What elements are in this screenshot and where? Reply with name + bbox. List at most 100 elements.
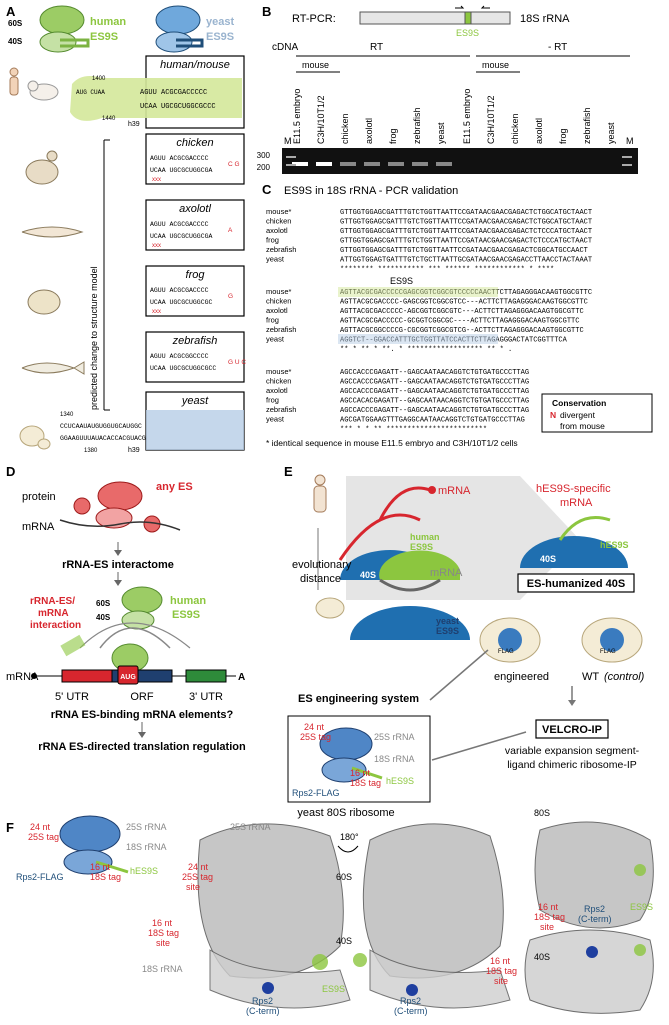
yeast-cell-icon: [19, 425, 51, 450]
size-300: 300: [257, 151, 271, 160]
protein-label: protein: [22, 491, 56, 503]
marker-label: M: [284, 136, 292, 146]
humanized-box: [517, 573, 635, 593]
f-r18: 18S rRNA: [126, 842, 167, 852]
gel-band: [292, 162, 308, 166]
alignment-row: AGCGATGGAAGTTTGAGGCAATAACAGGTCTGTGATGCCC…: [340, 417, 525, 425]
f-ribosome-icon: [59, 815, 129, 875]
regulation-label: rRNA ES-directed translation regulation: [38, 741, 246, 753]
f-site16f: site: [494, 976, 508, 986]
conservation-legend: [541, 393, 653, 433]
alignment-row: GTTGGTGGAGCGATTTGTCTGGTTAATTCCGATAACGAAC…: [340, 238, 592, 246]
legend-title: Conservation: [552, 398, 606, 408]
f-es9s2: ES9S: [630, 902, 653, 912]
alignment-row: AGTTACGCGACCCCC-GCGGTCGGCGC----ACTTCTTAG…: [340, 318, 579, 326]
e-40s: 40S: [360, 570, 376, 580]
species-label-c: frog: [266, 396, 279, 405]
mouse-label-minus: mouse: [482, 60, 509, 70]
ribosome-structure-right: [353, 823, 511, 1009]
f-tag16b: 18S tag: [90, 872, 121, 882]
human-es9s-label: ES9S: [90, 31, 118, 43]
lane-label: frog: [558, 128, 568, 144]
panel-c-label: C: [262, 182, 272, 197]
velcro-box[interactable]: [535, 719, 609, 739]
legend-text2: from mouse: [560, 421, 605, 431]
rrna-label: 18S rRNA: [520, 13, 570, 25]
subunit-60s: 60S: [8, 19, 23, 28]
species-mark: xxx: [152, 243, 161, 249]
species-box: [145, 133, 245, 185]
panel-b: B RT-PCR: 18S rRNA ES9S cDNA RT - RT mou…: [257, 4, 638, 174]
species-seq-top: AGUU ACGCGGCCCC: [150, 353, 209, 360]
species-label-c: mouse*: [266, 207, 292, 216]
mrna-label-d2: mRNA: [6, 671, 39, 683]
specific-1: hES9S-specific: [536, 483, 611, 495]
interaction-3: interaction: [30, 620, 81, 631]
yeast-pos-1340: 1340: [60, 412, 74, 418]
pos-1440: 1440: [102, 116, 116, 122]
lane-label: yeast: [606, 122, 616, 144]
species-label-c: frog: [266, 236, 279, 245]
e-tag24: 24 nt: [304, 722, 325, 732]
panel-d-label: D: [6, 464, 15, 479]
f-40s-c: 40S: [534, 952, 550, 962]
alignment-row: AGCCACACGAGATT--GAGCAATAACAGGTCTGTGATGCC…: [340, 398, 529, 406]
species-red: G U C: [228, 359, 246, 366]
species-name: chicken: [176, 137, 213, 149]
minus-rt-label: - RT: [548, 42, 567, 53]
species-label-c: yeast: [266, 255, 285, 264]
species-box: [145, 199, 245, 251]
species-label-c: yeast: [266, 415, 285, 424]
lane-label: chicken: [510, 113, 520, 144]
f-rps2b: Rps2: [252, 996, 273, 1006]
alignment-row: GTTGGTGGAGCGATTTGTCTGGTTAATTCCGATAACGAAC…: [340, 228, 592, 236]
e-rps2: Rps2-FLAG: [292, 788, 340, 798]
gel-image: [282, 148, 638, 174]
f-rps2: Rps2-FLAG: [16, 872, 64, 882]
side-label: predicted change to structure model: [89, 266, 99, 410]
species-name: zebrafish: [172, 335, 218, 347]
f-title: yeast 80S ribosome: [297, 807, 394, 819]
evolutionary-label: evolutionary: [292, 559, 352, 571]
gel-band: [388, 162, 404, 166]
d-human-ribosome-icon: [121, 586, 163, 630]
interaction-1: rRNA-ES/: [30, 596, 75, 607]
lane-label: zebrafish: [582, 107, 592, 144]
e-yeast: yeast: [436, 616, 459, 626]
utr5-label: 5' UTR: [55, 691, 89, 703]
lane-label: chicken: [340, 113, 350, 144]
hm-loop-left: AUG CUAA: [76, 89, 105, 96]
f-site16c: site: [156, 938, 170, 948]
conservation-row: ******** *********** *** ****** ********…: [340, 266, 554, 274]
species-label-c: yeast: [266, 335, 285, 344]
yeast-label: yeast: [206, 16, 234, 28]
e-human: human: [410, 532, 440, 542]
primer-arrows: [455, 5, 490, 9]
subunit-40s: 40S: [8, 37, 23, 46]
species-label-c: zebrafish: [266, 325, 296, 334]
gel-band: [412, 162, 428, 166]
pos-1400: 1400: [92, 76, 106, 82]
gel-band: [316, 162, 332, 166]
wt-cell-icon: [581, 617, 643, 663]
species-seq-top: AGUU ACGCGACCCC: [150, 155, 209, 162]
f-r18b: 18S rRNA: [142, 964, 183, 974]
panel-f: F 24 nt 25S tag 25S rRNA 18S rRNA Rps2-F…: [6, 807, 654, 1016]
footnote: * identical sequence in mouse E11.5 embr…: [266, 438, 518, 448]
f-80s: 80S: [534, 808, 550, 818]
binding-question: rRNA ES-binding mRNA elements?: [51, 709, 234, 721]
system-label: ES engineering system: [298, 693, 419, 705]
conservation-row: *** * * ** ************************: [340, 426, 487, 434]
es9s-highlight: [70, 76, 242, 121]
f-r25b: 25S rRNA: [230, 822, 271, 832]
species-label-c: chicken: [266, 377, 291, 386]
h39-label: h39: [128, 121, 140, 128]
ribosome-structure-left: [197, 823, 351, 1009]
rtpcr-title: RT-PCR:: [292, 13, 336, 25]
gel-band: [286, 156, 296, 158]
species-label-c: axolotl: [266, 386, 288, 395]
species-seq-bot: UCAA UGCGCUGGCGCC: [150, 365, 216, 372]
red-ribosome-icon: [59, 481, 181, 533]
species-red: G: [228, 293, 233, 300]
